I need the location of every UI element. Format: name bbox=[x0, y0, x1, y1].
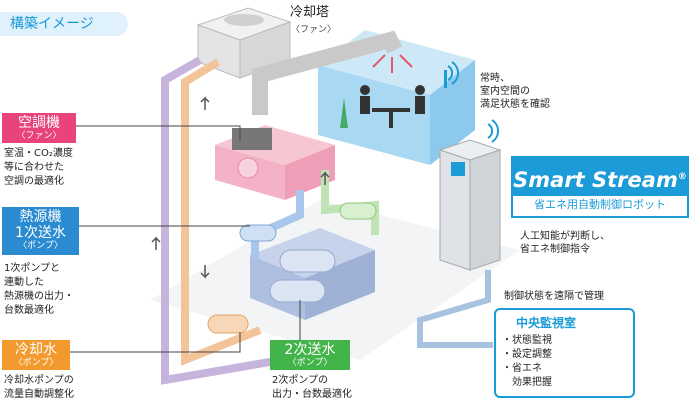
room-note-line: 満足状態を確認 bbox=[480, 99, 550, 110]
flow-arrows bbox=[151, 96, 330, 279]
primary-water-pipe bbox=[251, 190, 304, 258]
list-item: 効果把握 bbox=[502, 377, 552, 388]
central-monitoring-list: ・状態監視 ・設定調整 ・省エネ 効果把握 bbox=[502, 334, 552, 390]
heat-source-description-line: 熱源機の出力・ bbox=[4, 291, 74, 302]
heat-source-description-line: 1次ポンプと bbox=[4, 263, 61, 274]
cooling-water-tag-sub: 〈ポンプ〉 bbox=[13, 358, 59, 368]
room-note-line: 常時、 bbox=[480, 73, 510, 84]
remote-management-note: 制御状態を遠隔で管理 bbox=[504, 291, 604, 302]
ahu-tag-sub: 〈ファン〉 bbox=[16, 131, 62, 141]
ai-note: 人工知能が判断し、 省エネ制御指令 bbox=[520, 230, 610, 256]
room-note: 常時、 室内空間の 満足状態を確認 bbox=[480, 72, 550, 111]
heat-source-machine bbox=[250, 228, 375, 320]
cooling-water-description-line: 冷却水ポンプの bbox=[4, 375, 74, 386]
secondary-pump-description: 2次ポンプの 出力・台数最適化 bbox=[272, 374, 352, 402]
leader-lines bbox=[70, 125, 301, 353]
ahu-description-line: 等に合わせた bbox=[4, 162, 64, 173]
ahu-tag: 空調機 〈ファン〉 bbox=[2, 113, 76, 143]
secondary-pump-tag-sub: 〈ポンプ〉 bbox=[287, 358, 333, 368]
supply-duct bbox=[252, 30, 403, 115]
secondary-pump-tag-label: 2次送水 bbox=[284, 342, 336, 358]
secondary-pump-description-line: 2次ポンプの bbox=[272, 375, 329, 386]
ai-note-line: 人工知能が判断し、 bbox=[520, 231, 610, 242]
smart-stream-logo: Smart Stream® bbox=[513, 158, 687, 196]
secondary-pump-description-line: 出力・台数最適化 bbox=[272, 389, 352, 400]
smart-stream-panel: Smart Stream® 省エネ用自動制御ロボット bbox=[511, 156, 689, 218]
central-monitoring-title: 中央監視室 bbox=[515, 316, 576, 330]
cooling-water-description-line: 流量自動調整化 bbox=[4, 389, 74, 400]
heat-source-description-line: 台数最適化 bbox=[4, 305, 54, 316]
office-people-icon bbox=[340, 85, 425, 128]
cooling-water-tag-label: 冷却水 bbox=[15, 342, 57, 358]
air-handling-unit bbox=[215, 125, 335, 200]
list-item: ・設定調整 bbox=[502, 349, 552, 360]
heat-source-tag-sub: 〈ポンプ〉 bbox=[18, 241, 63, 251]
ai-note-line: 省エネ制御指令 bbox=[520, 244, 590, 255]
control-cable bbox=[417, 270, 493, 348]
heat-source-tag: 熱源機 1次送水 〈ポンプ〉 bbox=[2, 207, 79, 255]
heat-source-tag-label: 熱源機 bbox=[19, 209, 62, 225]
secondary-pump-tag: 2次送水 〈ポンプ〉 bbox=[270, 340, 350, 370]
room-note-line: 室内空間の bbox=[480, 86, 530, 97]
heat-source-description-line: 連動した bbox=[4, 277, 44, 288]
secondary-pump bbox=[339, 202, 377, 220]
office-room bbox=[318, 30, 475, 165]
cooling-water-description: 冷却水ポンプの 流量自動調整化 bbox=[4, 374, 74, 402]
cooling-tower-sub: 〈ファン〉 bbox=[291, 25, 337, 35]
registered-mark: ® bbox=[677, 172, 687, 182]
cooling-water-pump bbox=[207, 314, 249, 334]
page-title-badge: 構築イメージ bbox=[0, 12, 128, 36]
list-item: ・状態監視 bbox=[502, 335, 552, 346]
primary-pump bbox=[239, 224, 277, 242]
cooling-water-tag: 冷却水 〈ポンプ〉 bbox=[2, 340, 70, 370]
ahu-description-line: 室温・CO₂濃度 bbox=[4, 148, 73, 159]
control-cabinet bbox=[438, 139, 502, 271]
cooling-water-pipe bbox=[181, 58, 262, 366]
primary-pump-tag-label: 1次送水 bbox=[15, 225, 66, 241]
ahu-description-line: 空調の最適化 bbox=[4, 176, 64, 187]
list-item: ・省エネ bbox=[502, 363, 542, 374]
heat-source-description: 1次ポンプと 連動した 熱源機の出力・ 台数最適化 bbox=[4, 262, 74, 318]
smart-stream-subtitle: 省エネ用自動制御ロボット bbox=[534, 198, 666, 211]
return-pipe bbox=[161, 56, 341, 385]
ahu-description: 室温・CO₂濃度 等に合わせた 空調の最適化 bbox=[4, 147, 73, 189]
smart-stream-name: Smart Stream bbox=[513, 168, 678, 192]
wireless-signal-icon bbox=[447, 61, 499, 143]
ahu-tag-label: 空調機 bbox=[18, 115, 60, 131]
airflow-arrows-icon bbox=[372, 54, 413, 73]
central-monitoring-panel: 中央監視室 ・状態監視 ・設定調整 ・省エネ 効果把握 bbox=[494, 308, 635, 398]
cooling-tower-label: 冷却塔 bbox=[290, 5, 330, 20]
